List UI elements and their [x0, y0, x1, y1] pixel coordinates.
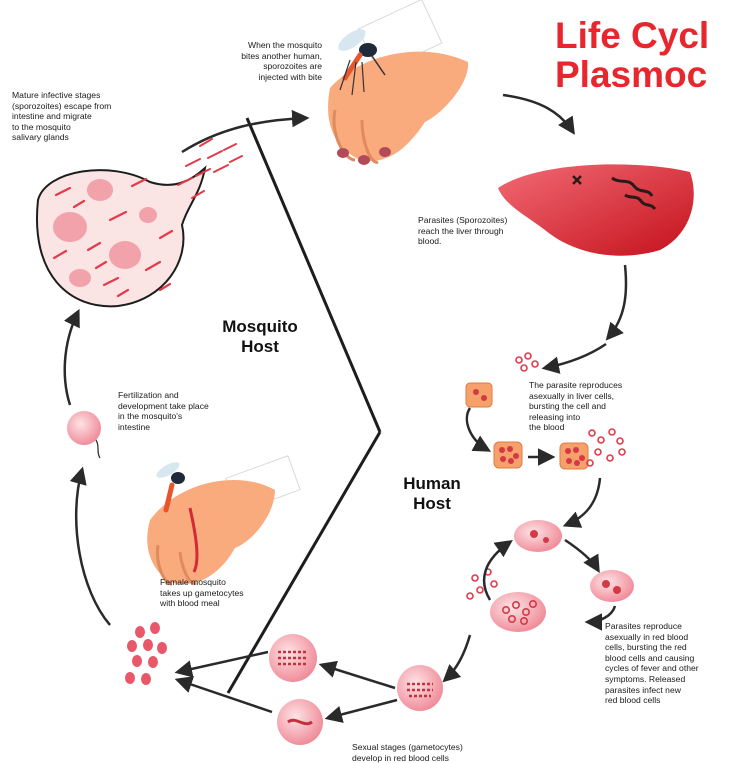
- step-sexual-line: Sexual stages (gametocytes): [352, 742, 463, 753]
- female-mosquito-illustration: [147, 456, 300, 584]
- step-mature-line: to the mosquito: [12, 122, 111, 133]
- step-mature-line: Mature infective stages: [12, 90, 111, 101]
- step-liver-cells-line: releasing into: [529, 412, 622, 423]
- mosquito-midgut-oocyst: [37, 139, 242, 306]
- liver-illustration: [498, 164, 694, 255]
- human-host-line-2: Host: [382, 494, 482, 514]
- step-red-cells-line: red blood cells: [605, 695, 699, 706]
- step-female-text: Female mosquito takes up gametocytes wit…: [160, 577, 244, 609]
- step-fertilization-line: in the mosquito's: [118, 411, 209, 422]
- step-fertilization-line: intestine: [118, 422, 209, 433]
- ingested-gametocytes: [125, 622, 167, 685]
- step-bite-line: sporozoites are: [210, 61, 322, 72]
- step-sexual-text: Sexual stages (gametocytes) develop in r…: [352, 742, 463, 763]
- title-line-1: Life Cycl: [555, 17, 709, 55]
- step-mature-line: intestine and migrate: [12, 111, 111, 122]
- step-red-cells-line: cycles of fever and other: [605, 663, 699, 674]
- step-liver-cells-line: bursting the cell and: [529, 401, 622, 412]
- mosquito-host-line-2: Host: [205, 337, 315, 357]
- step-bite-text: When the mosquito bites another human, s…: [210, 40, 322, 82]
- step-female-line: with blood meal: [160, 598, 244, 609]
- step-liver-line: reach the liver through: [418, 226, 507, 237]
- step-liver-line: Parasites (Sporozoites): [418, 215, 507, 226]
- step-bite-line: When the mosquito: [210, 40, 322, 51]
- step-mature-line: (sporozoites) escape from: [12, 101, 111, 112]
- mosquito-host-label: Mosquito Host: [205, 317, 315, 357]
- mosquito-host-line-1: Mosquito: [205, 317, 315, 337]
- step-mature-text: Mature infective stages (sporozoites) es…: [12, 90, 111, 143]
- step-red-cells-line: parasites infect new: [605, 685, 699, 696]
- human-host-line-1: Human: [382, 474, 482, 494]
- step-liver-cells-line: The parasite reproduces: [529, 380, 622, 391]
- step-bite-line: injected with bite: [210, 72, 322, 83]
- human-host-label: Human Host: [382, 474, 482, 514]
- step-red-cells-line: cells, bursting the red: [605, 642, 699, 653]
- step-liver-text: Parasites (Sporozoites) reach the liver …: [418, 215, 507, 247]
- step-red-cells-text: Parasites reproduce asexually in red blo…: [605, 621, 699, 706]
- step-fertilization-line: development take place: [118, 401, 209, 412]
- step-liver-line: blood.: [418, 236, 507, 247]
- step-female-line: takes up gametocytes: [160, 588, 244, 599]
- gametocyte-cells: [269, 634, 443, 745]
- step-liver-cells-line: asexually in liver cells,: [529, 391, 622, 402]
- step-red-cells-line: symptoms. Released: [605, 674, 699, 685]
- step-red-cells-line: asexually in red blood: [605, 632, 699, 643]
- step-red-cells-line: Parasites reproduce: [605, 621, 699, 632]
- step-fertilization-text: Fertilization and development take place…: [118, 390, 209, 432]
- zygote-cell: [67, 411, 101, 458]
- step-liver-cells-text: The parasite reproduces asexually in liv…: [529, 380, 622, 433]
- mosquito-bite-illustration: [328, 0, 468, 165]
- step-mature-line: salivary glands: [12, 132, 111, 143]
- step-liver-cells-line: the blood: [529, 422, 622, 433]
- step-female-line: Female mosquito: [160, 577, 244, 588]
- host-divider: [228, 118, 380, 693]
- step-fertilization-line: Fertilization and: [118, 390, 209, 401]
- step-bite-line: bites another human,: [210, 51, 322, 62]
- step-sexual-line: develop in red blood cells: [352, 753, 463, 763]
- step-red-cells-line: blood cells and causing: [605, 653, 699, 664]
- title-line-2: Plasmoc: [555, 56, 707, 94]
